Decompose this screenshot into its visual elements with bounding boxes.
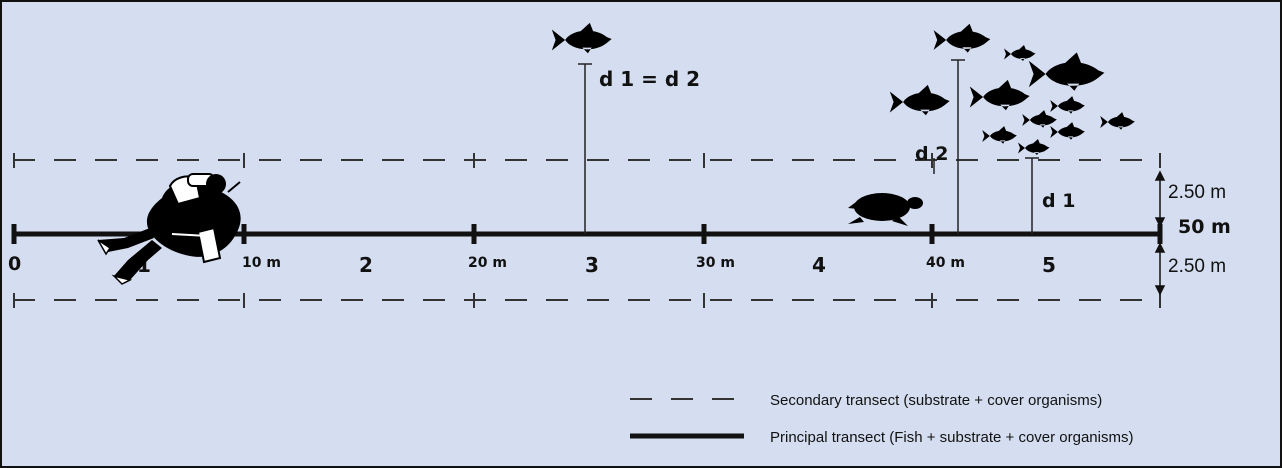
mark-40m: 40 m bbox=[926, 255, 965, 271]
segment-3: 3 bbox=[585, 253, 599, 277]
distance-d2-label: d 2 bbox=[915, 143, 948, 165]
mark-10m: 10 m bbox=[242, 255, 281, 271]
width-arrows bbox=[1154, 170, 1166, 296]
diver-icon bbox=[97, 173, 241, 285]
mark-20m: 20 m bbox=[468, 255, 507, 271]
distance-lines bbox=[578, 59, 1039, 234]
distance-equal-label: d 1 = d 2 bbox=[599, 67, 700, 91]
legend-principal-label: Principal transect (Fish + substrate + c… bbox=[770, 429, 1133, 446]
mark-30m: 30 m bbox=[696, 255, 735, 271]
legend-secondary-label: Secondary transect (substrate + cover or… bbox=[770, 392, 1102, 409]
distance-d1-label: d 1 bbox=[1042, 190, 1075, 212]
mark-0: 0 bbox=[8, 253, 21, 275]
width-top-label: 2.50 m bbox=[1168, 182, 1226, 203]
segment-5: 5 bbox=[1042, 253, 1056, 277]
length-label: 50 m bbox=[1178, 216, 1231, 238]
segment-2: 2 bbox=[359, 253, 373, 277]
secondary-ticks bbox=[13, 153, 1161, 308]
segment-4: 4 bbox=[812, 253, 826, 277]
turtle-icon bbox=[848, 193, 923, 226]
width-bottom-label: 2.50 m bbox=[1168, 256, 1226, 277]
